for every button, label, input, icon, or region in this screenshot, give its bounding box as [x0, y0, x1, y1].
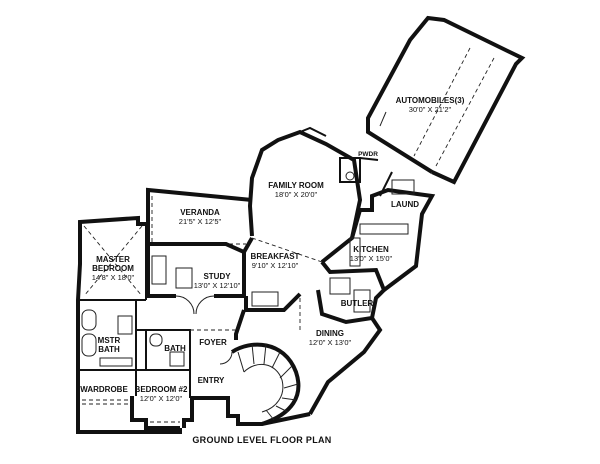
bath-area: [136, 329, 191, 371]
kitchen-dim: 13'0" X 15'0": [350, 254, 393, 263]
kitchen-label: KITCHEN: [353, 245, 389, 254]
garage-walls: [366, 15, 526, 185]
dining-dim: 12'0" X 13'0": [309, 338, 352, 347]
entry-label: ENTRY: [198, 376, 225, 385]
bath-label: BATH: [164, 344, 186, 353]
breakfast-label: BREAKFAST: [251, 252, 300, 261]
laund-label: LAUND: [391, 200, 419, 209]
wardrobe-label: WARDROBE: [80, 385, 128, 394]
veranda-dim: 21'5" X 12'5": [179, 217, 222, 226]
bedroom2-dim: 12'0" X 12'0": [140, 394, 183, 403]
plan-title: GROUND LEVEL FLOOR PLAN: [192, 435, 331, 445]
family-room-label: FAMILY ROOM: [268, 181, 324, 190]
automobiles-label: AUTOMOBILES(3): [396, 96, 465, 105]
master-bedroom-label: MASTER: [96, 255, 130, 264]
outer-walls: [76, 215, 311, 434]
mstr-bath-label-2: BATH: [98, 345, 120, 354]
family-room-dim: 18'0" X 20'0": [275, 190, 318, 199]
foyer-label: FOYER: [199, 338, 227, 347]
breakfast-dim: 9'10" X 12'10": [252, 261, 299, 270]
veranda-label: VERANDA: [180, 208, 220, 217]
master-bedroom-dim: 14'8" X 18'0": [92, 273, 135, 282]
dining: [299, 298, 383, 415]
pwdr-label: PWDR: [358, 151, 378, 158]
powder-room: [339, 157, 379, 183]
mstr-bath-label: MSTR: [98, 336, 121, 345]
study-dim: 13'0" X 12'10": [194, 281, 241, 290]
master-bath: [80, 300, 137, 405]
kitchen-area: [242, 171, 436, 325]
foyer-stair: [190, 309, 301, 426]
room-labels: AUTOMOBILES(3) 30'0" X 21'2" FAMILY ROOM…: [80, 96, 464, 403]
automobiles-dim: 30'0" X 21'2": [409, 105, 452, 114]
master-bedroom-label-2: BEDROOM: [92, 264, 134, 273]
dining-label: DINING: [316, 329, 344, 338]
butler-label: BUTLER: [341, 299, 374, 308]
study-label: STUDY: [203, 272, 231, 281]
bedroom2-label: BEDROOM #2: [135, 385, 188, 394]
